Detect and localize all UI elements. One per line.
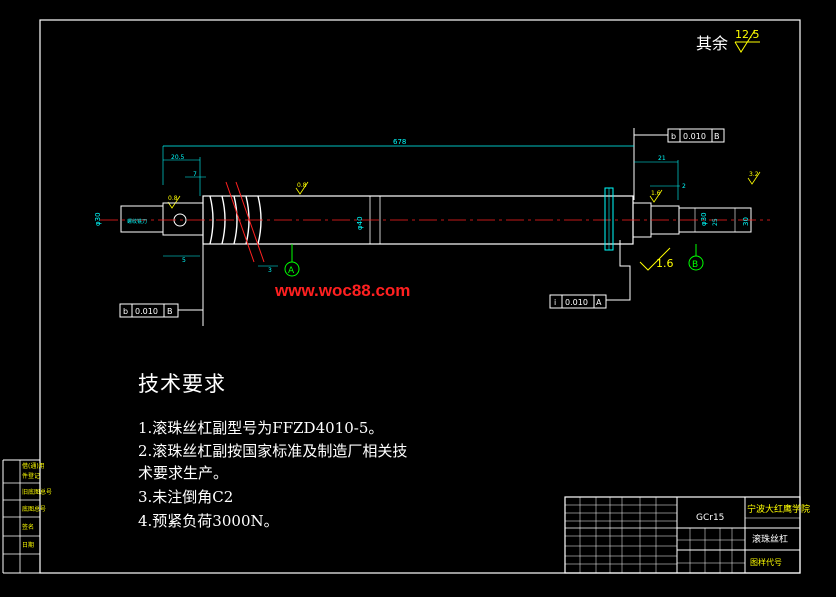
title-drawing-no: 图样代号	[750, 557, 782, 567]
datum-a-label: A	[288, 266, 295, 276]
tol-top-ref: B	[714, 132, 720, 141]
datum-b-label: B	[692, 260, 698, 270]
side-label-3: 底图总号	[22, 505, 46, 513]
side-label-column: 借(通)用 件登记 旧底图总号 底图总号 签名 日期	[2, 459, 52, 574]
rough-08-a: 0.8	[168, 195, 178, 202]
dim-21: 21	[658, 155, 666, 162]
title-school: 宁波大红鹰学院	[747, 503, 810, 515]
tech-line-5: 4.预紧负荷3000N。	[138, 512, 279, 530]
ball-screw-shaft	[100, 181, 770, 263]
drawing-frame	[39, 19, 801, 574]
dim-dia-right: φ30	[700, 212, 708, 226]
tech-line-3: 术要求生产。	[138, 464, 229, 482]
side-label-2: 旧底图总号	[22, 488, 52, 496]
note-left: 螺纹铣刀	[127, 218, 147, 225]
rough-16-right: 1.6	[651, 190, 661, 197]
title-block: GCr15 宁波大红鹰学院 滚珠丝杠 图样代号	[564, 496, 810, 574]
diameter-labels: φ30 φ40 螺纹铣刀 φ30 30 25	[94, 212, 750, 230]
rough-08-b: 0.8	[297, 182, 307, 189]
tol-mid-ref: A	[596, 298, 602, 307]
dim-30: 30	[742, 217, 750, 226]
tol-left-sym: b	[123, 307, 128, 316]
tech-line-4: 3.未注倒角C2	[138, 488, 234, 506]
watermark: www.woc88.com	[275, 281, 411, 300]
dim-left-length: 20.5 7	[163, 154, 206, 196]
tol-left-val: 0.010	[135, 307, 158, 316]
rest-roughness-symbol	[734, 29, 760, 53]
side-label-5: 日期	[22, 541, 34, 549]
tech-line-2: 2.滚珠丝杠副按国家标准及制造厂相关技	[138, 442, 408, 460]
side-label-0: 借(通)用	[22, 462, 45, 470]
dim-20-5: 20.5	[171, 154, 185, 161]
tol-top-sym: b	[671, 132, 676, 141]
datum-a: A	[284, 244, 300, 277]
rough-32: 3.2	[749, 171, 759, 178]
title-material: GCr15	[696, 513, 724, 523]
tol-mid-sym: i	[554, 298, 556, 307]
dim-2: 2	[682, 183, 686, 190]
tolerance-frame-middle: i 0.010 A	[549, 240, 631, 309]
dim-dia-left: φ30	[94, 212, 102, 226]
roughness-markers: 0.8 0.8 1.6 3.2 1.6	[167, 171, 761, 271]
tech-line-1: 1.滚珠丝杠副型号为FFZD4010-5。	[138, 419, 384, 437]
dim-5: 5	[182, 257, 186, 264]
side-label-1: 件登记	[22, 472, 40, 480]
dim-678: 678	[393, 138, 406, 146]
dim-25: 25	[712, 218, 719, 226]
tol-mid-val: 0.010	[565, 298, 588, 307]
dim-7: 7	[193, 171, 197, 178]
rest-roughness-label: 其余	[696, 34, 729, 53]
tol-top-val: 0.010	[683, 132, 706, 141]
rough-16: 1.6	[656, 257, 674, 270]
side-label-4: 签名	[22, 523, 34, 531]
dim-dia-main: φ40	[356, 216, 364, 230]
dim-right-length: 21 2	[634, 155, 686, 200]
tolerance-frame-top: b 0.010 B	[633, 128, 725, 200]
rest-roughness-value: 12.5	[735, 28, 760, 41]
tol-left-ref: B	[167, 307, 173, 316]
tech-requirements-title: 技术要求	[138, 372, 226, 396]
bottom-dims: 5 3	[163, 255, 278, 274]
datum-b: B	[688, 244, 704, 271]
dim-3: 3	[268, 267, 272, 274]
tolerance-frame-left: b 0.010 B	[119, 240, 204, 326]
title-part-name: 滚珠丝杠	[752, 533, 788, 545]
dim-total-length: 678	[162, 138, 634, 185]
